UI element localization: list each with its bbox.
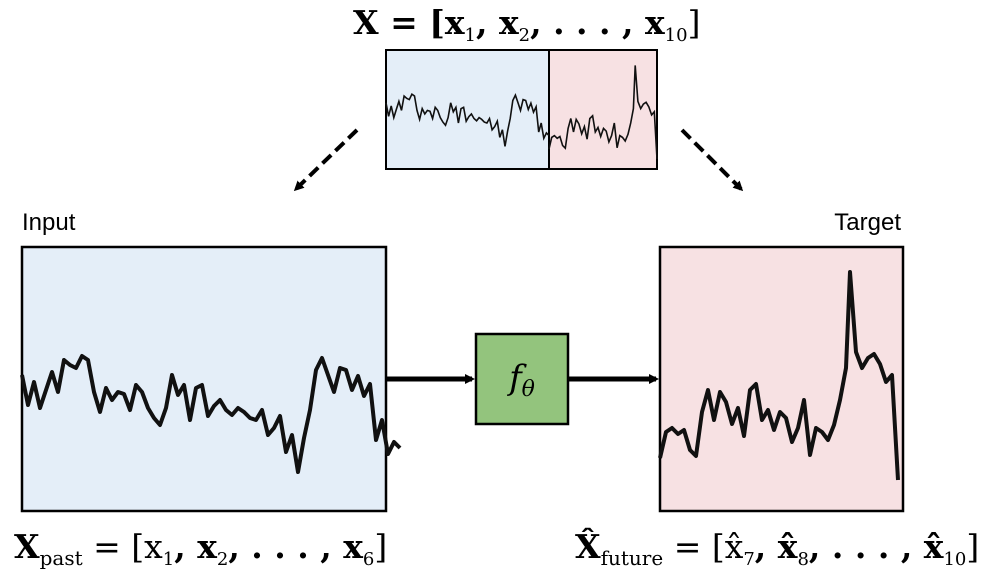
full-series-future-segment [548,49,658,170]
input-box [20,245,388,513]
future-series-label: X̂future = [x̂7, x̂8, . . . , x̂10] [575,526,979,570]
full-series-past-segment [385,49,550,170]
split-arrow-left [293,128,359,192]
target-box [658,245,905,513]
target-series-line [658,270,900,481]
split-arrow-right [680,128,744,192]
target-label: Target [834,209,901,236]
past-series-label: Xpast = [x1, x2, . . . , x6] [14,527,387,570]
full-series-future-line [548,65,658,160]
full-series-label: X = [x1, x2, . . . , x10] [353,3,700,46]
target-panel [658,245,905,513]
input-panel [20,245,402,513]
full-series-box [385,49,658,170]
full-series-past-line [385,92,550,147]
input-label: Input [22,209,76,236]
input-series-line [20,354,402,474]
model-function-box [474,332,570,426]
